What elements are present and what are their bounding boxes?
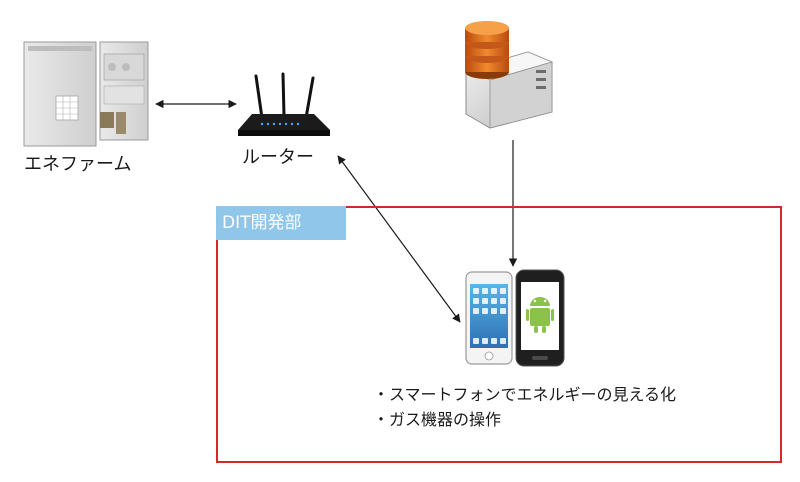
smartphones-icon: [465, 269, 565, 367]
database-server-icon: [464, 21, 554, 129]
dit-group-frame: [216, 206, 782, 463]
feature-list: ・スマートフォンでエネルギーの見える化 ・ガス機器の操作: [373, 382, 676, 432]
wifi-router-icon: [238, 72, 330, 136]
router-label: ルーター: [242, 147, 314, 168]
fuel-cell-unit-icon: [23, 41, 149, 147]
enefarm-label: エネファーム: [24, 154, 131, 175]
dit-group-tag: DIT開発部: [216, 206, 346, 240]
router-phone-connector: [337, 155, 461, 323]
feature-item: ・ガス機器の操作: [373, 410, 502, 429]
feature-item: ・スマートフォンでエネルギーの見える化: [373, 385, 677, 404]
